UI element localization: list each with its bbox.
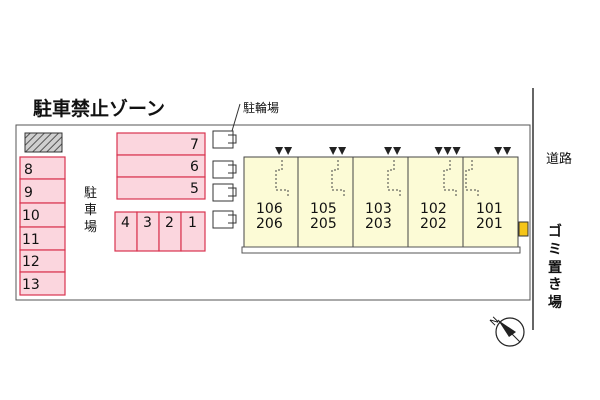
entrance-marker	[393, 147, 402, 155]
unit-number-lower: 206	[256, 216, 283, 232]
unit-block	[462, 156, 519, 250]
parking-number: 7	[190, 137, 199, 153]
unit-number-lower: 203	[365, 216, 392, 232]
unit-number-lower: 205	[310, 216, 337, 232]
parking-top-rows: 7 6 5	[116, 132, 206, 200]
unit-block	[297, 156, 354, 250]
entrance-markers	[275, 147, 512, 155]
unit-number-upper: 102	[420, 201, 447, 217]
garbage-label-char: き	[548, 277, 562, 293]
unit-block	[352, 156, 409, 250]
garbage-area	[518, 221, 529, 237]
parking-label-char: 駐	[84, 186, 97, 201]
parking-number: 10	[22, 208, 40, 224]
parking-number: 4	[121, 215, 130, 231]
parking-number: 3	[143, 215, 152, 231]
parking-label: 駐 車 場	[84, 186, 97, 235]
parking-number: 9	[24, 185, 33, 201]
entrance-marker	[338, 147, 347, 155]
unit-number-upper: 105	[310, 201, 337, 217]
parking-bottom-row: 4 3 2 1	[114, 211, 206, 252]
unit-number-lower: 201	[476, 216, 503, 232]
parking-stall	[180, 211, 206, 252]
building-base	[241, 246, 521, 254]
parking-label-char: 車	[84, 203, 97, 218]
no-parking-zone	[24, 132, 63, 153]
bicycle-racks	[212, 130, 237, 229]
unit-number-upper: 101	[476, 201, 503, 217]
parking-number: 2	[165, 215, 174, 231]
entrance-marker	[452, 147, 461, 155]
garbage-area-label: ゴ ミ 置 き 場	[548, 223, 562, 311]
bicycle-rack	[212, 130, 234, 149]
bicycle-rack	[212, 210, 234, 229]
bicycle-label-leader	[231, 103, 241, 132]
parking-number: 1	[188, 215, 197, 231]
entrance-marker	[434, 147, 443, 155]
garbage-label-char: 置	[548, 259, 562, 276]
parking-stall	[19, 271, 66, 296]
bicycle-rack	[212, 183, 234, 202]
bicycle-parking-label: 駐輪場	[243, 100, 279, 115]
parking-number: 12	[22, 254, 40, 270]
building: 106 206 105 205 103 203 102 202 101 201	[241, 156, 521, 254]
parking-number: 11	[22, 232, 40, 248]
parking-left-column: 8 9 10 11 12 13	[19, 156, 66, 296]
entrance-marker	[275, 147, 284, 155]
entrance-marker	[503, 147, 512, 155]
parking-number: 13	[22, 277, 40, 293]
unit-number-upper: 106	[256, 201, 283, 217]
garbage-label-char: ゴ	[548, 223, 562, 240]
parking-stall	[19, 202, 66, 228]
entrance-marker	[284, 147, 293, 155]
entrance-marker	[329, 147, 338, 155]
entrance-marker	[443, 147, 452, 155]
parking-number: 6	[190, 159, 199, 175]
road-label: 道路	[546, 151, 572, 167]
entrance-marker	[494, 147, 503, 155]
parking-label-char: 場	[84, 220, 97, 235]
bicycle-rack	[212, 160, 234, 179]
unit-block	[243, 156, 299, 250]
garbage-label-char: ミ	[548, 242, 562, 258]
parking-number: 5	[190, 181, 199, 197]
unit-number-upper: 103	[365, 201, 392, 217]
parking-stall	[116, 176, 206, 200]
unit-block	[407, 156, 464, 250]
no-parking-zone-label: 駐車禁止ゾーン	[33, 97, 165, 120]
entrance-marker	[384, 147, 393, 155]
garbage-label-char: 場	[548, 294, 562, 311]
parking-number: 8	[24, 162, 33, 178]
unit-number-lower: 202	[420, 216, 447, 232]
north-arrow-icon: N	[488, 315, 525, 347]
